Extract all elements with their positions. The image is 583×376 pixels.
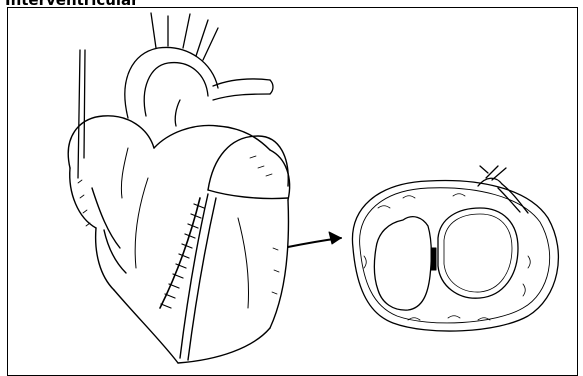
great-vessels-drawing [78,13,273,178]
arrow-icon [288,232,341,247]
heart-illustration [8,8,578,376]
figure-frame [7,7,578,376]
heart-cross-section [352,166,558,331]
heart-drawing [68,116,289,363]
